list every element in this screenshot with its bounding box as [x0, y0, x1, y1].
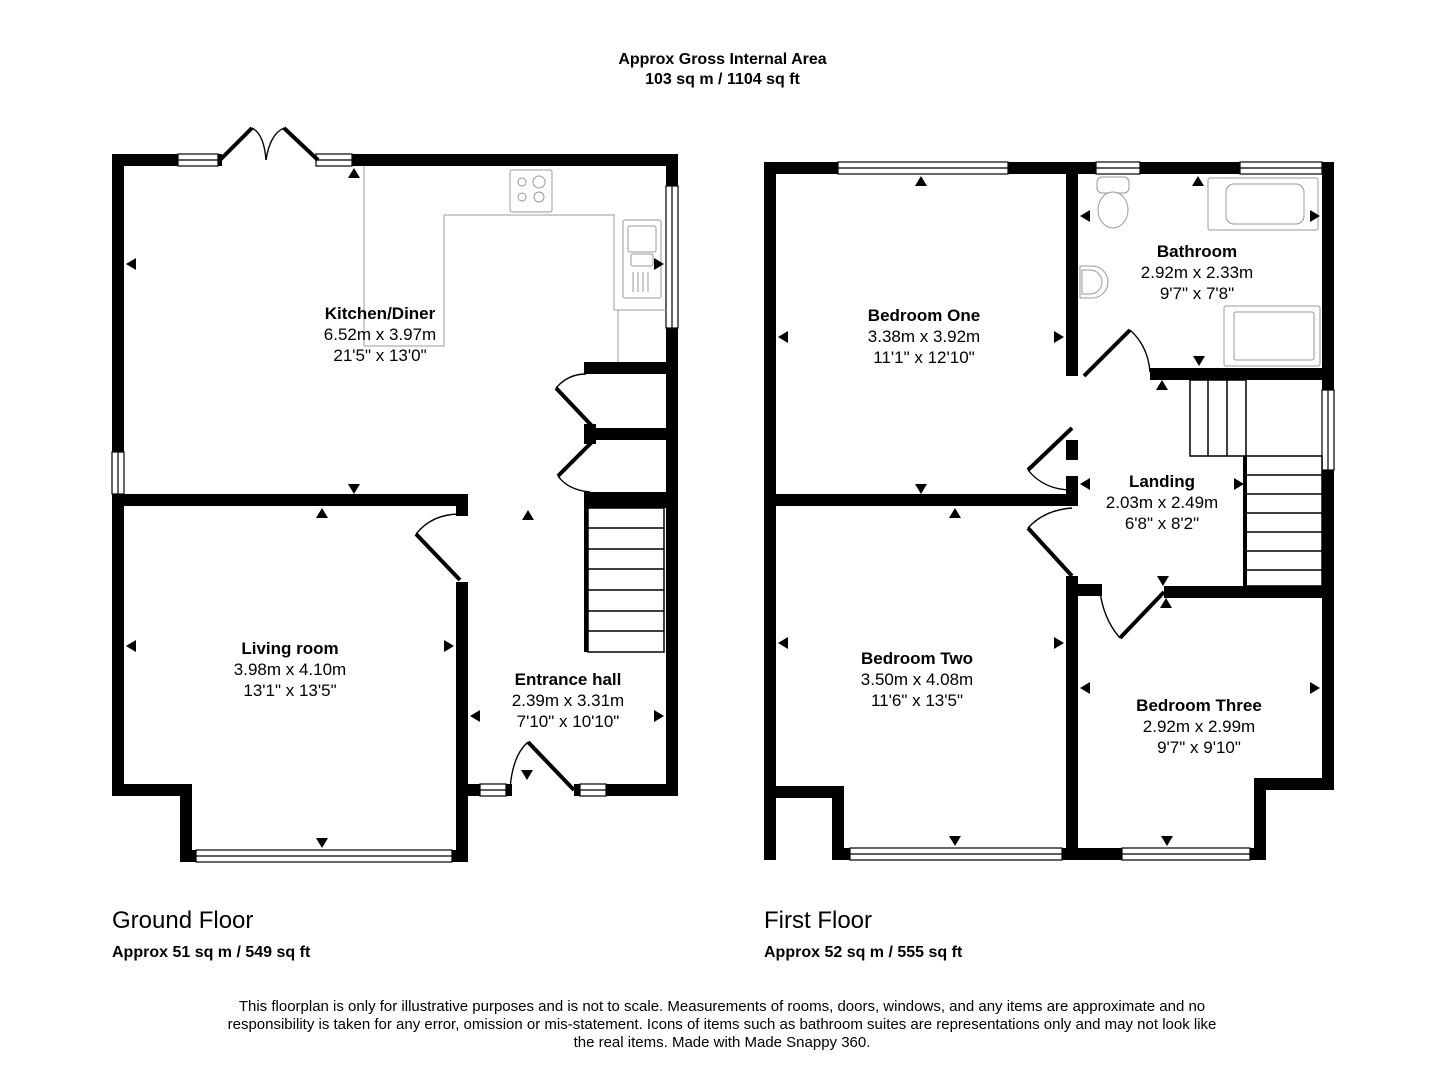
stairs-icon: [587, 507, 665, 653]
disclaimer-text: This floorplan is only for illustrative …: [227, 998, 1217, 1051]
ground-floor-plan: [111, 126, 679, 863]
room-name: Bathroom: [1156, 242, 1238, 261]
gf-north-wall-b: [318, 154, 678, 166]
first-floor-plan: [764, 161, 1335, 861]
room-metric: 2.92m x 2.99m: [1142, 717, 1256, 736]
room-name: Entrance hall: [514, 670, 622, 689]
measurement-marker-icons: [126, 168, 664, 848]
room-bedroom-two: Bedroom Two 3.50m x 4.08m 11'6" x 13'5": [861, 648, 973, 711]
shower-tray-icon: [1223, 305, 1321, 367]
room-bedroom-three: Bedroom Three 2.92m x 2.99m 9'7" x 9'10": [1136, 695, 1262, 758]
room-imperial: 11'1" x 12'10": [873, 348, 975, 367]
room-name: Bedroom One: [867, 306, 981, 325]
room-name: Living room: [241, 639, 339, 658]
ground-floor-area: Approx 51 sq m / 549 sq ft: [112, 944, 311, 961]
toilet-icon: [1096, 176, 1130, 229]
living-hall-wall: [456, 582, 468, 862]
room-landing: Landing 2.03m x 2.49m 6'8" x 8'2": [1106, 471, 1218, 534]
stairs-icon: [1189, 379, 1323, 587]
room-living-room: Living room 3.98m x 4.10m 13'1" x 13'5": [234, 638, 346, 701]
gross-area-header: Approx Gross Internal Area 103 sq m / 11…: [0, 50, 1445, 90]
room-metric: 6.52m x 3.97m: [323, 325, 437, 344]
room-metric: 2.92m x 2.33m: [1140, 263, 1254, 282]
room-metric: 3.98m x 4.10m: [233, 660, 347, 679]
room-imperial: 13'1" x 13'5": [243, 681, 337, 700]
header-title: Approx Gross Internal Area: [618, 51, 827, 68]
first-floor-area: Approx 52 sq m / 555 sq ft: [764, 944, 963, 961]
sink-icon: [622, 219, 662, 299]
room-entrance-hall: Entrance hall 2.39m x 3.31m 7'10" x 10'1…: [512, 669, 624, 732]
door-bedroom-two: [1026, 507, 1074, 578]
door-cupboard-1: [554, 373, 594, 428]
room-imperial: 11'6" x 13'5": [871, 691, 963, 710]
bath-icon: [1207, 177, 1319, 231]
kitchen-living-wall: [112, 494, 468, 506]
room-name: Bedroom Two: [860, 649, 974, 668]
basin-icon: [1079, 265, 1109, 299]
door-bedroom-one: [1026, 426, 1074, 491]
room-imperial: 6'8" x 8'2": [1124, 514, 1200, 533]
room-metric: 2.39m x 3.31m: [511, 691, 625, 710]
room-name: Kitchen/Diner: [324, 304, 436, 323]
room-bathroom: Bathroom 2.92m x 2.33m 9'7" x 7'8": [1141, 241, 1253, 304]
front-door: [509, 740, 576, 792]
room-metric: 2.03m x 2.49m: [1105, 493, 1219, 512]
first-floor-title: First Floor: [764, 907, 872, 934]
measurement-marker-icons: [778, 176, 1320, 846]
door-living-room: [414, 513, 462, 582]
door-bedroom-three: [1099, 590, 1166, 640]
room-metric: 3.50m x 4.08m: [860, 670, 974, 689]
room-imperial: 9'7" x 9'10": [1157, 738, 1241, 757]
hob-icon: [509, 169, 553, 213]
room-name: Bedroom Three: [1136, 696, 1262, 715]
header-total-area: 103 sq m / 1104 sq ft: [645, 71, 800, 88]
room-metric: 3.38m x 3.92m: [867, 327, 981, 346]
room-imperial: 9'7" x 7'8": [1159, 284, 1235, 303]
door-bathroom: [1082, 328, 1151, 378]
room-bedroom-one: Bedroom One 3.38m x 3.92m 11'1" x 12'10": [868, 305, 980, 368]
room-name: Landing: [1128, 472, 1196, 491]
french-doors-icon: [218, 126, 320, 162]
room-imperial: 7'10" x 10'10": [516, 712, 620, 731]
ground-floor-title: Ground Floor: [112, 907, 254, 934]
ff-west-wall: [764, 162, 776, 860]
room-imperial: 21'5" x 13'0": [333, 346, 427, 365]
kitchen-units: [363, 166, 666, 362]
door-cupboard-2: [556, 440, 594, 493]
room-kitchen-diner: Kitchen/Diner 6.52m x 3.97m 21'5" x 13'0…: [324, 303, 436, 366]
